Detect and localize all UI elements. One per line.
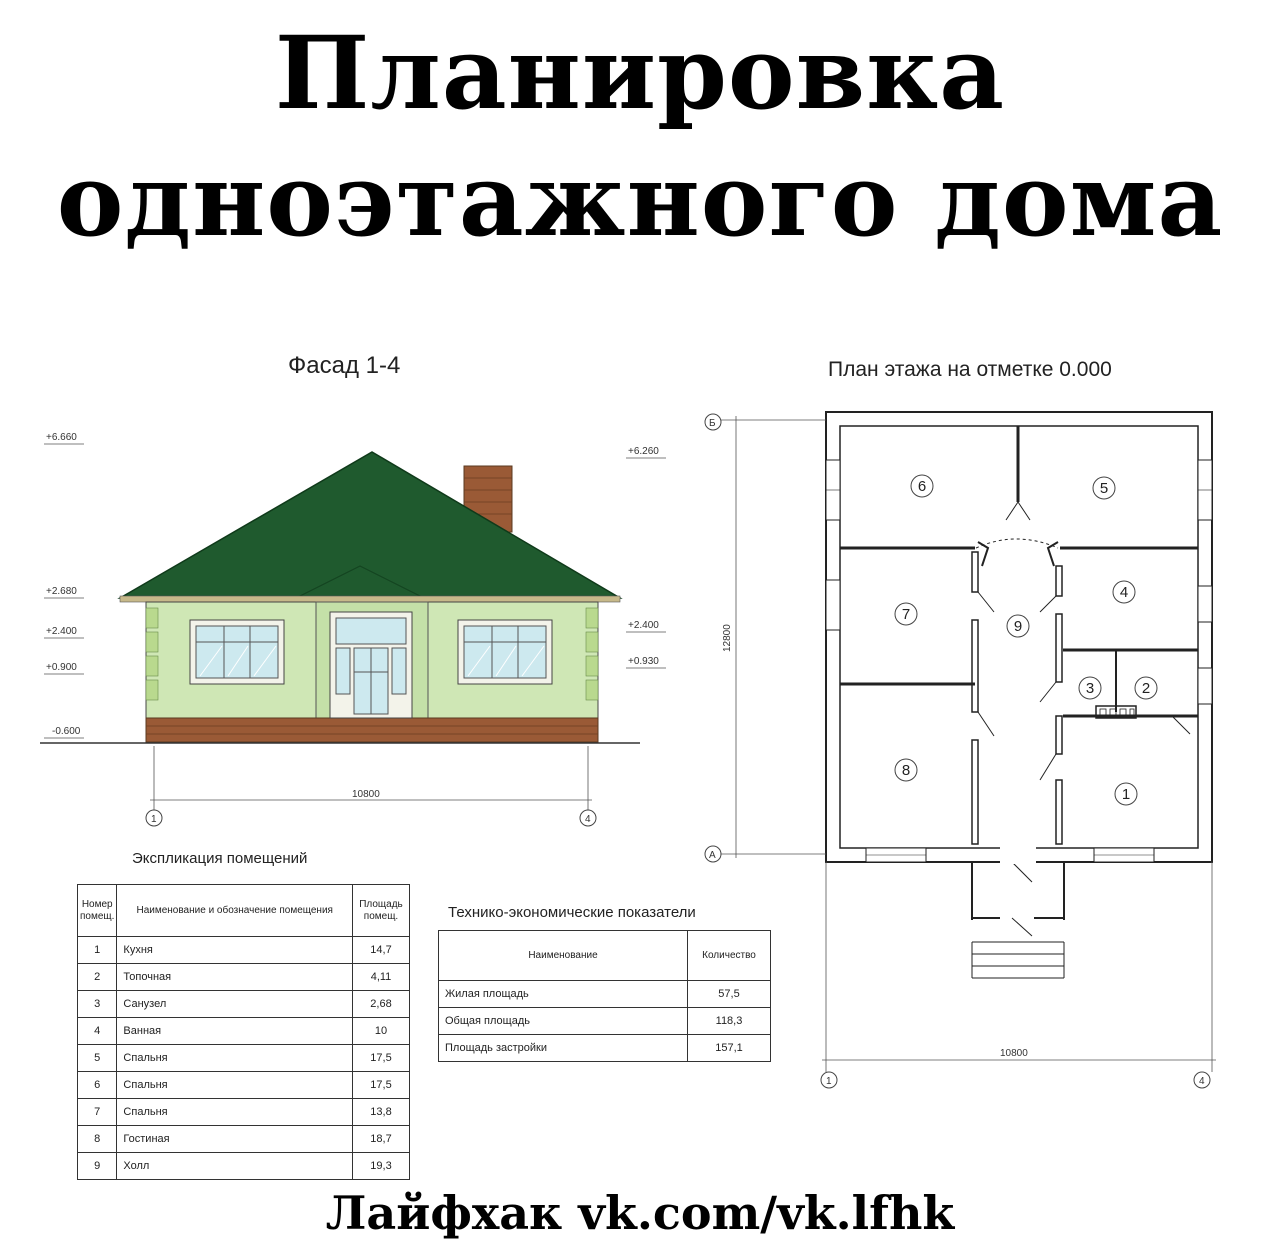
cell-area: 10	[352, 1017, 410, 1045]
facade-width-dim: 10800	[352, 789, 380, 800]
level-left-1: +6.660	[46, 432, 77, 443]
plan-axis-4: 4	[1199, 1076, 1205, 1087]
plan-axis-1: 1	[826, 1076, 832, 1087]
facade-drawing: +6.660 +2.680 +2.400 +0.900 -0.600 +6.26…	[40, 432, 666, 827]
footer-link-text: Лайфхак vk.com/vk.lfhk	[325, 1186, 955, 1240]
facade-caption: Фасад 1-4	[288, 352, 401, 379]
explication-table: Номер помещ. Наименование и обозначение …	[76, 884, 410, 1180]
header-room-number: Номер помещ.	[76, 884, 118, 937]
cell-number: 5	[76, 1044, 118, 1072]
brick-plinth	[145, 717, 599, 743]
level-right-2: +2.400	[628, 620, 659, 631]
header-indicator-name: Наименование	[438, 930, 688, 981]
facade-axis-4: 4	[585, 814, 591, 825]
cell-number: 2	[76, 963, 118, 991]
level-left-5: -0.600	[52, 726, 81, 737]
cell-name: Спальня	[116, 1098, 353, 1126]
plan-axis-b: Б	[709, 418, 716, 429]
facade-entrance	[329, 611, 413, 719]
room-9-label: 9	[1014, 618, 1022, 635]
cell-indicator-value: 157,1	[687, 1034, 771, 1062]
facade-window-right	[457, 619, 553, 685]
page-title-line-2: одноэтажного дома	[56, 141, 1224, 259]
level-left-4: +0.900	[46, 662, 77, 673]
cell-indicator-name: Площадь застройки	[438, 1034, 688, 1062]
cell-name: Спальня	[116, 1044, 353, 1072]
room-3-label: 3	[1086, 680, 1094, 697]
cell-number: 8	[76, 1125, 118, 1153]
cell-number: 6	[76, 1071, 118, 1099]
room-7-label: 7	[902, 606, 910, 623]
room-1-label: 1	[1122, 786, 1130, 803]
facade-axis-1: 1	[151, 814, 157, 825]
cell-name: Топочная	[116, 963, 353, 991]
cell-name: Кухня	[116, 936, 353, 964]
cell-area: 13,8	[352, 1098, 410, 1126]
explication-caption: Экспликация помещений	[132, 850, 308, 867]
page-title-line-1: Планировка	[274, 14, 1006, 132]
cell-number: 9	[76, 1152, 118, 1180]
level-right-1: +6.260	[628, 446, 659, 457]
indicators-caption: Технико-экономические показатели	[448, 904, 696, 921]
plan-caption: План этажа на отметке 0.000	[828, 358, 1112, 381]
cell-area: 17,5	[352, 1071, 410, 1099]
floor-plan	[720, 411, 1216, 1072]
cell-name: Ванная	[116, 1017, 353, 1045]
plan-height-dim: 12800	[722, 624, 733, 652]
cell-area: 19,3	[352, 1152, 410, 1180]
cell-area: 2,68	[352, 990, 410, 1018]
cell-number: 7	[76, 1098, 118, 1126]
level-left-2: +2.680	[46, 586, 77, 597]
plan-room-numbers: 6 5 4 7 9 3 2 8 1	[894, 474, 1158, 806]
cell-number: 3	[76, 990, 118, 1018]
level-right-3: +0.930	[628, 656, 659, 667]
cell-number: 4	[76, 1017, 118, 1045]
cell-number: 1	[76, 936, 118, 964]
cell-name: Санузел	[116, 990, 353, 1018]
cell-area: 17,5	[352, 1044, 410, 1072]
cell-name: Гостиная	[116, 1125, 353, 1153]
facade-window-left	[189, 619, 285, 685]
cell-indicator-name: Общая площадь	[438, 1007, 688, 1035]
cell-indicator-value: 57,5	[687, 980, 771, 1008]
room-5-label: 5	[1100, 480, 1108, 497]
cell-area: 14,7	[352, 936, 410, 964]
header-indicator-value: Количество	[687, 930, 771, 981]
cell-indicator-value: 118,3	[687, 1007, 771, 1035]
room-2-label: 2	[1142, 680, 1150, 697]
cell-name: Холл	[116, 1152, 353, 1180]
plan-axis-a: А	[709, 850, 716, 861]
room-4-label: 4	[1120, 584, 1128, 601]
plan-width-dim: 10800	[1000, 1048, 1028, 1059]
cell-area: 18,7	[352, 1125, 410, 1153]
header-room-name: Наименование и обозначение помещения	[116, 884, 353, 937]
roof	[117, 451, 623, 599]
plan-axes: Б А 1 4 12800 10800	[704, 413, 1211, 1089]
cell-indicator-name: Жилая площадь	[438, 980, 688, 1008]
header-room-area: Площадь помещ.	[352, 884, 410, 937]
room-6-label: 6	[918, 478, 926, 495]
room-8-label: 8	[902, 762, 910, 779]
cell-name: Спальня	[116, 1071, 353, 1099]
cell-area: 4,11	[352, 963, 410, 991]
level-left-3: +2.400	[46, 626, 77, 637]
